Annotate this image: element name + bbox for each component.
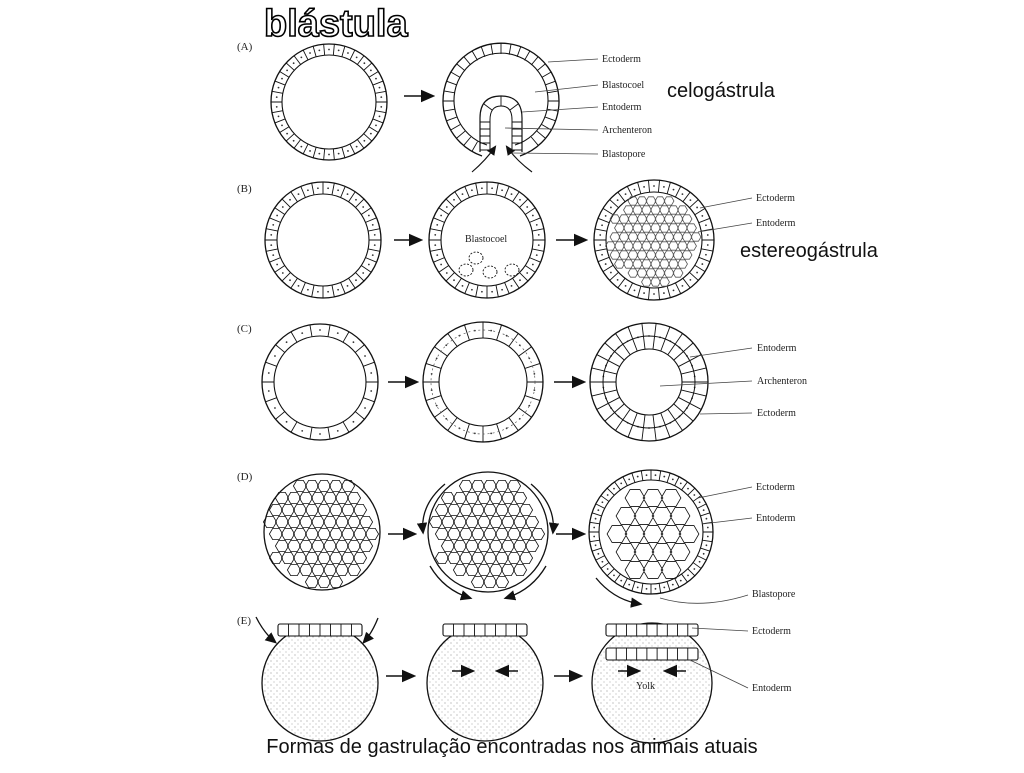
row-letter-c: (C) <box>237 323 252 335</box>
cell-rings <box>261 43 715 595</box>
leader-b-entoderm <box>697 222 753 233</box>
leader-d-entoderm <box>701 517 753 525</box>
estereogastrula-annotation: estereogástrula <box>740 240 878 262</box>
figure-caption: Formas de gastrulação encontradas nos an… <box>266 736 758 758</box>
label-d-blastopore: Blastopore <box>752 589 796 600</box>
gastrula-d-core <box>606 489 700 579</box>
blastula-b <box>264 181 382 299</box>
blastoderm-e-1 <box>277 623 363 637</box>
leader-b-ectoderm <box>699 197 753 209</box>
label-b-blastocoel: Blastocoel <box>465 234 507 245</box>
label-e-entoderm: Entoderm <box>752 683 792 694</box>
label-e-yolk: Yolk <box>636 681 655 692</box>
blastula-b-migrating <box>428 181 546 299</box>
epiboly-d-cells <box>428 479 546 589</box>
label-a-blastopore: Blastopore <box>602 149 646 160</box>
leader-d-blastopore <box>659 594 749 604</box>
label-d-entoderm: Entoderm <box>756 513 796 524</box>
row-letter-e: (E) <box>237 615 251 627</box>
arrow-d-epiboly-bottom-left <box>429 565 473 601</box>
arrow-d-blastopore-left <box>595 577 643 608</box>
row-letter-d: (D) <box>237 471 253 483</box>
gastrula-d-wall <box>588 469 714 595</box>
blastoderm-e-2 <box>442 623 528 637</box>
yolk-egg-e-2 <box>426 624 544 742</box>
leader-d-ectoderm <box>697 486 753 499</box>
leader-e-entoderm <box>689 659 749 689</box>
label-c-archenteron: Archenteron <box>757 376 807 387</box>
leader-a-entoderm <box>521 106 599 113</box>
leader-a-blastocoel <box>534 84 599 93</box>
stereogastrula-b-fill <box>605 196 702 287</box>
blastoderm-e-3-lower <box>605 647 699 661</box>
arrow-d-epiboly-bottom-right <box>503 565 547 601</box>
leader-e-ectoderm <box>691 627 749 632</box>
special-shapes <box>261 42 713 744</box>
arrow-e-involution-right <box>362 617 379 644</box>
label-c-entoderm: Entoderm <box>757 343 797 354</box>
blastula-a <box>270 43 388 161</box>
arrow-d-epiboly-left <box>416 483 446 535</box>
leader-a-archenteron <box>504 127 599 131</box>
label-b-entoderm: Entoderm <box>756 218 796 229</box>
label-d-ectoderm: Ectoderm <box>756 482 795 493</box>
label-a-archenteron: Archenteron <box>602 125 652 136</box>
blastoderm-e-3-upper <box>605 623 699 637</box>
leader-c-archenteron <box>659 380 753 387</box>
arrow-d-epiboly-right <box>530 483 560 535</box>
invaginating-gastrula-a <box>442 42 560 173</box>
label-b-ectoderm: Ectoderm <box>756 193 795 204</box>
yolk-egg-e-1 <box>261 624 379 742</box>
migrating-cells-b <box>458 251 520 279</box>
label-leader-lines <box>504 58 753 689</box>
leader-a-blastopore <box>511 152 599 155</box>
leader-c-ectoderm <box>699 412 753 415</box>
row-letter-b: (B) <box>237 183 252 195</box>
label-a-entoderm: Entoderm <box>602 102 642 113</box>
gastrula-c-outer <box>589 322 709 442</box>
celogastrula-annotation: celogástrula <box>667 80 775 102</box>
gastrula-c-layer-divider <box>602 335 696 429</box>
arrow-e-involution-left <box>255 616 278 644</box>
blastula-title: blástula <box>263 2 408 46</box>
blastula-c <box>261 323 379 441</box>
label-a-blastocoel: Blastocoel <box>602 80 644 91</box>
process-arrows <box>255 89 686 683</box>
leader-a-ectoderm <box>547 58 599 63</box>
delaminating-c <box>422 321 544 443</box>
label-c-ectoderm: Ectoderm <box>757 408 796 419</box>
label-e-ectoderm: Ectoderm <box>752 626 791 637</box>
row-letter-a: (A) <box>237 41 253 53</box>
leader-c-entoderm <box>689 347 753 358</box>
label-a-ectoderm: Ectoderm <box>602 54 641 65</box>
blastula-d-cells <box>262 479 380 589</box>
